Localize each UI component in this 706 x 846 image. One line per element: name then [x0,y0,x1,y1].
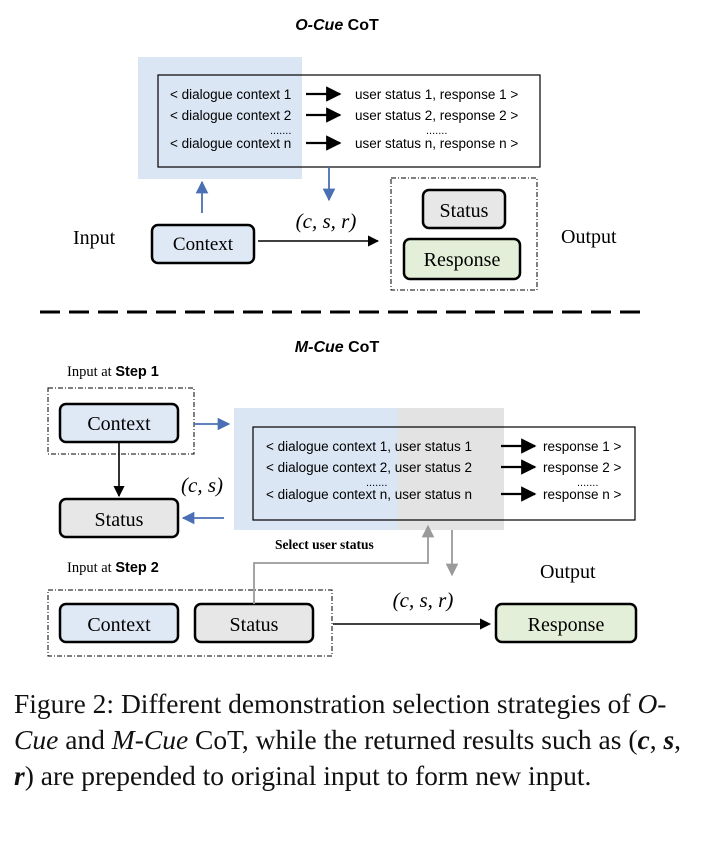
mcue-select-status-label: Select user status [275,537,374,552]
mcue-demo-left-1: < dialogue context 1, user status 1 [266,439,472,454]
mcue-context-label: Context [87,413,151,435]
mcue-demo-left-2: < dialogue context 2, user status 2 [266,460,472,475]
mcue-status-box [58,497,180,539]
ocue-demo-left-2: < dialogue context 2 [170,108,291,123]
mcue-triple-label: (c, s, r) [393,588,454,612]
mcue-step2-group [47,589,333,657]
mcue-step2-context-box [58,602,180,644]
mcue-step2-label: Input at Step 2 [67,560,159,576]
ocue-demo-right-2: user status 2, response 2 > [355,108,518,123]
mcue-dots-right: ....... [577,477,598,489]
mcue-status-query-arrow [253,524,435,604]
ocue-output-label: Output [561,226,617,248]
mcue-demo-right-2: response 2 > [543,460,622,475]
ocue-demo-right-n: user status n, response n > [355,136,518,151]
mcue-demo-right-n: response n > [543,487,622,502]
mcue-step1-label: Input at Step 1 [67,364,159,380]
ocue-response-label: Response [424,249,501,271]
ocue-response-box [402,237,522,281]
ocue-highlight-region [138,57,302,179]
mcue-demo-right-1: response 1 > [543,439,622,454]
mcue-status-label: Status [95,509,144,531]
ocue-demo-left-1: < dialogue context 1 [170,87,291,102]
ocue-triple-label: (c, s, r) [296,209,357,233]
mcue-response-label: Response [528,614,605,636]
ocue-demo-right-1: user status 1, response 1 > [355,87,518,102]
ocue-demo-left-n: < dialogue context n [170,136,291,151]
ocue-title: O-Cue CoT [295,17,379,34]
mcue-title: M-Cue CoT [295,339,380,356]
mcue-pair-label: (c, s) [181,473,223,497]
mcue-blue-highlight-region [234,408,398,530]
mcue-step1-group [47,387,195,455]
mcue-demo-box [252,426,636,521]
ocue-input-label: Input [73,227,116,249]
ocue-context-box [150,223,256,265]
mcue-response-box [494,602,638,644]
ocue-output-group [390,177,538,291]
mcue-output-label: Output [540,561,596,583]
mcue-step2-status-label: Status [230,614,279,636]
ocue-demo-box [157,74,541,168]
mcue-dots-left: ....... [366,477,387,489]
mcue-gray-highlight-region [398,408,504,530]
ocue-context-label: Context [173,234,234,255]
ocue-status-box [421,188,507,230]
ocue-status-label: Status [440,200,489,222]
diagram: O-Cue CoT < dialogue context 1 < dialogu… [40,17,640,657]
ocue-dots-right: ....... [426,125,447,137]
mcue-step2-context-label: Context [87,614,151,636]
ocue-dots-left: ....... [270,125,291,137]
figure-caption: Figure 2: Different demonstration select… [14,688,682,791]
mcue-demo-left-n: < dialogue context n, user status n [266,487,472,502]
